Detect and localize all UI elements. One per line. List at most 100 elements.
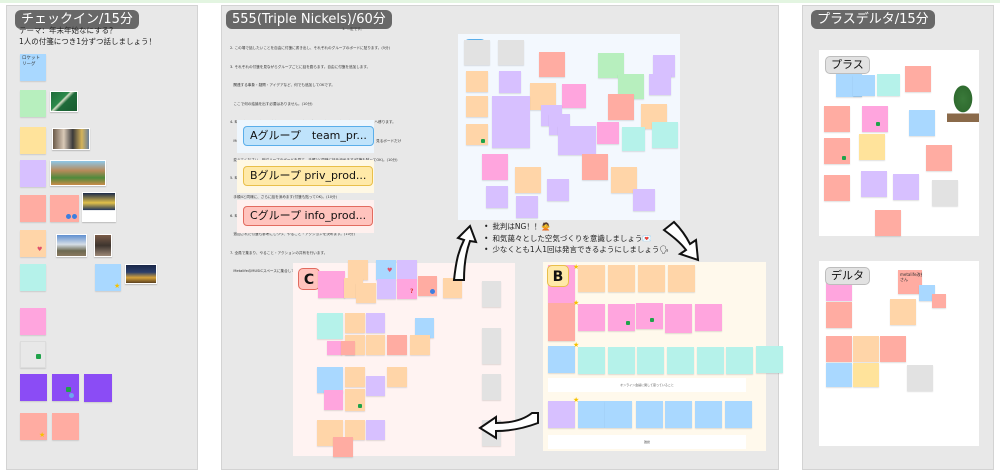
sticky-note[interactable] xyxy=(636,303,663,329)
sticky-note[interactable] xyxy=(327,341,342,355)
sticky-note[interactable] xyxy=(665,401,692,428)
section-triple-nickels[interactable]: 555(Triple Nickels)/60分 1. ...定です。 2. この… xyxy=(221,5,783,470)
frame-a[interactable]: A xyxy=(458,34,680,220)
photo-snow-landscape[interactable] xyxy=(56,234,87,257)
sticky-note[interactable] xyxy=(20,308,46,335)
sticky-note[interactable] xyxy=(84,374,112,402)
sticky-note[interactable] xyxy=(695,304,722,331)
sticky-note[interactable] xyxy=(861,171,887,197)
sticky-note[interactable] xyxy=(547,179,569,201)
sticky-note[interactable] xyxy=(482,328,501,364)
sticky-note[interactable] xyxy=(333,437,353,457)
sticky-note[interactable] xyxy=(341,341,355,355)
sticky-note[interactable]: ♥ xyxy=(20,230,46,257)
sticky-note[interactable] xyxy=(20,374,47,401)
sticky-note[interactable] xyxy=(345,367,365,387)
sticky-note[interactable] xyxy=(345,313,365,333)
sticky-note[interactable] xyxy=(824,138,850,164)
sticky-note[interactable] xyxy=(665,304,692,333)
sticky-note[interactable] xyxy=(668,265,695,292)
sticky-note[interactable] xyxy=(824,175,850,201)
sticky-note[interactable] xyxy=(356,283,376,303)
sticky-note[interactable] xyxy=(853,336,879,362)
sticky-note[interactable] xyxy=(387,367,407,387)
delta-board[interactable]: デルタ metalife改善 さん xyxy=(819,261,979,446)
sticky-note[interactable] xyxy=(608,265,635,292)
sticky-note[interactable] xyxy=(578,265,605,292)
sticky-note[interactable] xyxy=(548,401,575,428)
sticky-note[interactable] xyxy=(578,304,605,331)
sticky-note[interactable] xyxy=(907,365,933,391)
sticky-note[interactable] xyxy=(582,154,608,180)
sticky-note[interactable] xyxy=(605,401,632,428)
sticky-note[interactable] xyxy=(516,196,538,218)
sticky-note[interactable] xyxy=(638,265,665,292)
sticky-note[interactable] xyxy=(853,363,879,387)
sticky-note[interactable] xyxy=(824,106,850,132)
sticky-note[interactable] xyxy=(608,347,635,374)
sticky-note-rocket-league[interactable]: ロケット リーグ xyxy=(20,54,46,81)
sticky-note[interactable]: ★ xyxy=(20,413,47,440)
group-a-panel[interactable]: Aグループ team_pr... xyxy=(237,120,374,153)
sticky-note[interactable] xyxy=(387,335,407,355)
sticky-note[interactable] xyxy=(562,84,586,108)
sticky-note[interactable] xyxy=(611,167,637,193)
sticky-note[interactable] xyxy=(622,127,645,151)
sticky-note[interactable] xyxy=(875,210,901,236)
sticky-note[interactable] xyxy=(345,389,365,411)
sticky-note[interactable]: ★ xyxy=(95,264,121,291)
sticky-note[interactable] xyxy=(695,401,722,428)
sticky-note[interactable] xyxy=(466,124,488,145)
sticky-note[interactable] xyxy=(20,127,46,154)
sticky-note[interactable] xyxy=(726,347,753,374)
sticky-note[interactable] xyxy=(653,55,675,77)
sticky-note[interactable] xyxy=(932,180,958,206)
sticky-note[interactable] xyxy=(50,195,79,222)
sticky-note[interactable] xyxy=(366,376,385,396)
sticky-note[interactable] xyxy=(20,341,46,368)
sticky-note[interactable] xyxy=(826,363,852,387)
photo-game-scene[interactable] xyxy=(50,160,106,186)
sticky-note[interactable] xyxy=(880,336,906,362)
section-checkin[interactable]: チェックイン/15分 テーマ：年末年始なにする？ 1人の付箋につき1分ずつ話しま… xyxy=(6,5,198,470)
sticky-note[interactable] xyxy=(317,367,343,393)
sticky-note[interactable] xyxy=(597,122,619,144)
sticky-note[interactable] xyxy=(464,40,490,65)
sticky-note[interactable] xyxy=(558,126,596,155)
sticky-note[interactable] xyxy=(345,420,365,440)
sticky-note[interactable] xyxy=(890,299,916,325)
sticky-note[interactable] xyxy=(893,174,919,200)
sticky-note[interactable]: ? xyxy=(397,279,417,299)
sticky-note[interactable] xyxy=(20,90,46,117)
sticky-note[interactable] xyxy=(649,74,671,95)
sticky-note[interactable] xyxy=(598,53,624,78)
sticky-note[interactable] xyxy=(539,52,565,77)
sticky-note[interactable] xyxy=(397,260,417,280)
sticky-note[interactable] xyxy=(578,401,605,428)
sticky-note[interactable] xyxy=(377,279,396,299)
group-c-link[interactable]: Cグループ info_prod... xyxy=(243,206,374,226)
sticky-note[interactable] xyxy=(608,94,634,120)
sticky-note[interactable] xyxy=(348,260,368,280)
group-b-link[interactable]: Bグループ priv_prod... xyxy=(243,166,374,186)
sticky-note[interactable] xyxy=(492,96,530,148)
sticky-note[interactable] xyxy=(515,167,541,193)
sticky-note[interactable] xyxy=(725,401,752,428)
sticky-note[interactable] xyxy=(20,195,46,222)
sticky-note[interactable] xyxy=(853,75,875,96)
sticky-note[interactable] xyxy=(482,154,508,180)
group-a-link[interactable]: Aグループ team_pr... xyxy=(243,126,374,146)
sticky-note[interactable] xyxy=(909,110,935,136)
sticky-note[interactable] xyxy=(919,285,935,301)
sticky-note[interactable] xyxy=(548,303,575,341)
sticky-note[interactable] xyxy=(633,189,655,211)
sticky-note[interactable] xyxy=(482,281,501,307)
sticky-note[interactable] xyxy=(636,401,663,428)
sticky-note[interactable] xyxy=(410,335,430,355)
section-plus-delta[interactable]: プラスデルタ/15分 プラス デルタ metalife改善 さん xyxy=(802,5,994,470)
sticky-note[interactable] xyxy=(482,374,501,400)
group-c-panel[interactable]: Cグループ info_prod... xyxy=(237,200,374,233)
sticky-note[interactable] xyxy=(366,313,385,333)
photo-christmas-tree[interactable] xyxy=(947,80,979,122)
frame-c[interactable]: C ♥ ? xyxy=(293,260,515,457)
